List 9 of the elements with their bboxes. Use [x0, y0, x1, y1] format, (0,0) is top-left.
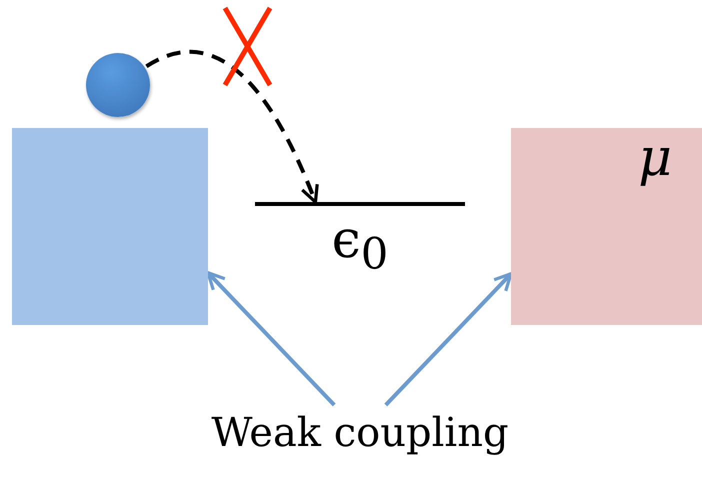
right-lead-box — [511, 128, 702, 325]
arrow — [384, 272, 513, 406]
arrow — [206, 271, 336, 406]
tunneling-arrow — [145, 50, 318, 204]
chemical-potential-symbol: μ — [638, 128, 672, 188]
electron-circle — [86, 53, 150, 117]
energy-symbol: ϵ$_{0}$ — [332, 210, 388, 282]
left-lead-box — [12, 128, 208, 325]
label-text: Weak coupling — [211, 409, 509, 458]
